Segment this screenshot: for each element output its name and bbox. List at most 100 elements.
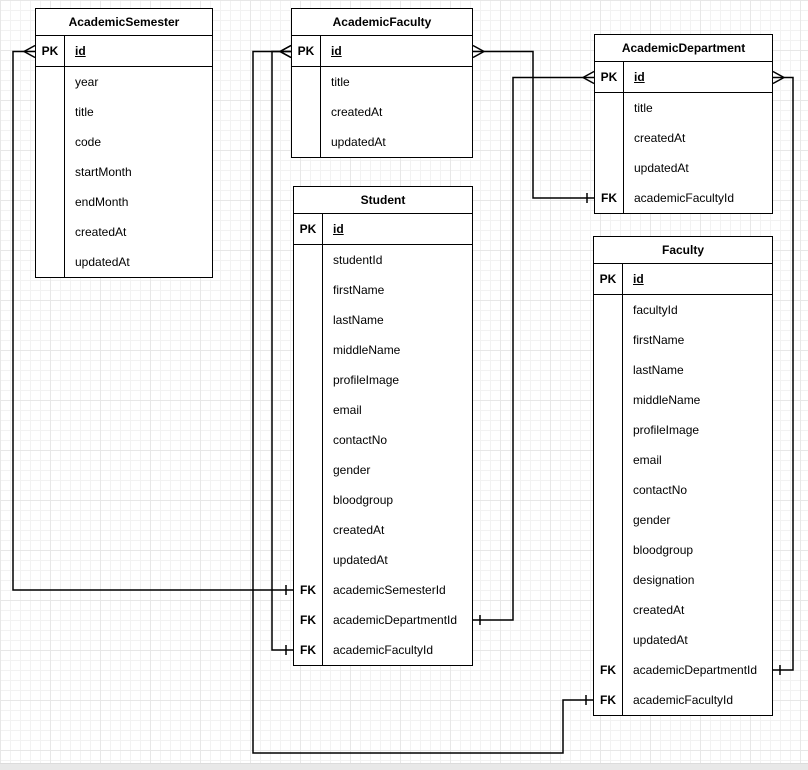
attr-name: firstName <box>333 283 385 297</box>
faculty-row-updatedat[interactable]: updatedAt <box>594 625 772 655</box>
academicsemester-row-createdat[interactable]: createdAt <box>36 217 212 247</box>
attr-name: firstName <box>633 333 685 347</box>
key-cell-empty <box>594 385 623 415</box>
entity-title-academicdepartment[interactable]: AcademicDepartment <box>595 35 772 62</box>
academicfaculty-row-title[interactable]: title <box>292 67 472 97</box>
faculty-row-firstname[interactable]: firstName <box>594 325 772 355</box>
key-cell-empty <box>36 157 65 187</box>
attr-name: id <box>331 44 342 58</box>
student-row-academicdepartmentid[interactable]: FK academicDepartmentId <box>294 605 472 635</box>
attr-name: title <box>75 105 94 119</box>
student-row-firstname[interactable]: firstName <box>294 275 472 305</box>
faculty-row-lastname[interactable]: lastName <box>594 355 772 385</box>
student-row-updatedat[interactable]: updatedAt <box>294 545 472 575</box>
academicsemester-row-code[interactable]: code <box>36 127 212 157</box>
fk-badge: FK <box>595 183 624 213</box>
entity-title-academicsemester[interactable]: AcademicSemester <box>36 9 212 36</box>
entity-title-student[interactable]: Student <box>294 187 472 214</box>
attr-name: updatedAt <box>633 633 688 647</box>
relationship-edge-academicfaculty-id-to-academicdepartment-academicfacultyid[interactable] <box>473 50 594 199</box>
key-cell-empty <box>294 545 323 575</box>
student-row-studentid[interactable]: studentId <box>294 245 472 275</box>
student-row-middlename[interactable]: middleName <box>294 335 472 365</box>
key-cell-empty <box>294 365 323 395</box>
attr-name: lastName <box>333 313 384 327</box>
student-row-profileimage[interactable]: profileImage <box>294 365 472 395</box>
crow-foot-many-marker <box>582 76 595 85</box>
student-row-contactno[interactable]: contactNo <box>294 425 472 455</box>
key-cell-empty <box>594 535 623 565</box>
attr-name: academicDepartmentId <box>333 613 458 627</box>
attr-name: gender <box>633 513 671 527</box>
faculty-row-designation[interactable]: designation <box>594 565 772 595</box>
faculty-row-email[interactable]: email <box>594 445 772 475</box>
faculty-row-middlename[interactable]: middleName <box>594 385 772 415</box>
attr-name: title <box>634 101 653 115</box>
pk-badge: PK <box>36 36 65 66</box>
faculty-row-createdat[interactable]: createdAt <box>594 595 772 625</box>
pk-badge: PK <box>294 214 323 244</box>
academicsemester-row-updatedat[interactable]: updatedAt <box>36 247 212 277</box>
attr-name: academicDepartmentId <box>633 663 758 677</box>
academicsemester-row-title[interactable]: title <box>36 97 212 127</box>
crow-foot-many-marker <box>772 70 785 79</box>
attr-name: email <box>633 453 662 467</box>
relationship-edge-academicdepartment-id-to-faculty-academicdepartmentid[interactable] <box>773 76 794 671</box>
crow-foot-many-marker <box>772 76 785 85</box>
key-cell-empty <box>36 247 65 277</box>
faculty-row-bloodgroup[interactable]: bloodgroup <box>594 535 772 565</box>
attr-name: startMonth <box>75 165 132 179</box>
faculty-row-profileimage[interactable]: profileImage <box>594 415 772 445</box>
faculty-row-academicdepartmentid[interactable]: FK academicDepartmentId <box>594 655 772 685</box>
attr-name: lastName <box>633 363 684 377</box>
academicfaculty-row-id[interactable]: PK id <box>292 36 472 67</box>
student-row-gender[interactable]: gender <box>294 455 472 485</box>
faculty-row-facultyid[interactable]: facultyId <box>594 295 772 325</box>
pk-badge: PK <box>292 36 321 66</box>
relationship-edge-academicfaculty-id-to-faculty-academicfacultyid[interactable] <box>252 50 593 754</box>
fk-badge: FK <box>294 605 323 635</box>
entity-title-academicfaculty[interactable]: AcademicFaculty <box>292 9 472 36</box>
key-cell-empty <box>594 415 623 445</box>
academicfaculty-row-updatedat[interactable]: updatedAt <box>292 127 472 157</box>
relationship-edge-academicdepartment-id-to-student-academicdepartmentid[interactable] <box>473 76 594 621</box>
attr-name: studentId <box>333 253 383 267</box>
attr-name: profileImage <box>633 423 700 437</box>
student-row-createdat[interactable]: createdAt <box>294 515 472 545</box>
academicfaculty-row-createdat[interactable]: createdAt <box>292 97 472 127</box>
faculty-row-gender[interactable]: gender <box>594 505 772 535</box>
crow-foot-many-marker <box>23 44 36 53</box>
academicsemester-row-year[interactable]: year <box>36 67 212 97</box>
academicdepartment-row-updatedat[interactable]: updatedAt <box>595 153 772 183</box>
student-row-bloodgroup[interactable]: bloodgroup <box>294 485 472 515</box>
fk-badge: FK <box>594 655 623 685</box>
academicdepartment-row-title[interactable]: title <box>595 93 772 123</box>
relationship-edge-academicfaculty-id-to-student-academicfacultyid[interactable] <box>271 50 293 651</box>
student-row-email[interactable]: email <box>294 395 472 425</box>
key-cell-empty <box>294 455 323 485</box>
key-cell-empty <box>292 127 321 157</box>
crow-foot-many-marker <box>582 70 595 79</box>
key-cell-empty <box>594 355 623 385</box>
academicdepartment-row-createdat[interactable]: createdAt <box>595 123 772 153</box>
key-cell-empty <box>294 395 323 425</box>
entity-title-faculty[interactable]: Faculty <box>594 237 772 264</box>
academicsemester-row-startmonth[interactable]: startMonth <box>36 157 212 187</box>
academicsemester-row-endmonth[interactable]: endMonth <box>36 187 212 217</box>
student-row-lastname[interactable]: lastName <box>294 305 472 335</box>
faculty-row-contactno[interactable]: contactNo <box>594 475 772 505</box>
